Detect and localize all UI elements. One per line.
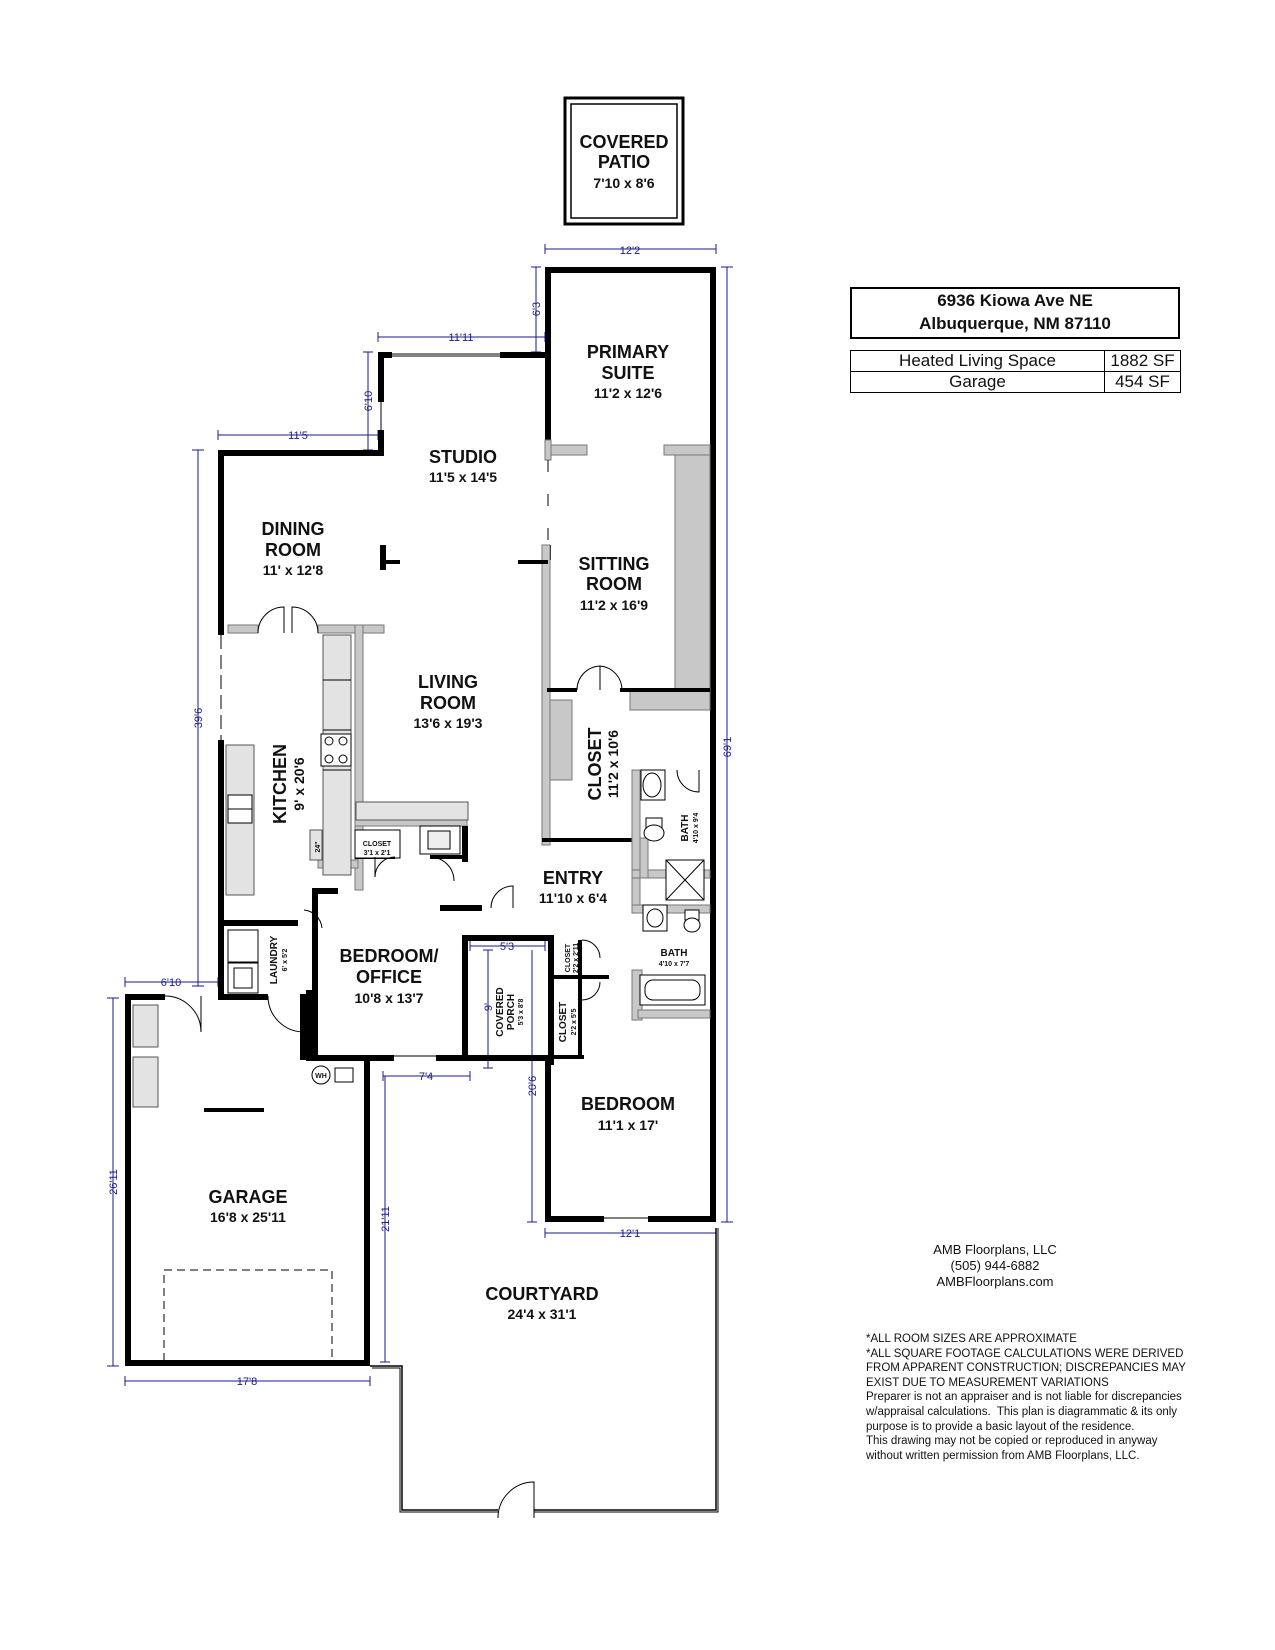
covered-patio-name-1: COVERED [579,132,668,152]
disclaimer-line: *ALL SQUARE FOOTAGE CALCULATIONS WERE DE… [866,1347,1189,1389]
area-label: Garage [850,371,1105,393]
covered-porch-name-1: COVERED [495,987,506,1036]
area-row: Garage 454 SF [850,371,1181,393]
studio-size: 11'5 x 14'5 [429,469,497,485]
address-line-2: Albuquerque, NM 87110 [919,314,1111,333]
covered-porch-size: 5'3 x 8'8 [518,999,525,1026]
closet-small-name: CLOSET [363,841,392,848]
dim-west-depth: 39'6 [193,708,205,728]
dim-courtyard-depth: 21'11 [380,1206,392,1232]
range-note: 24" [315,841,322,852]
dim-garage-depth: 26'11 [108,1169,120,1195]
bath1-name: BATH [680,814,691,841]
living-room-name-2: ROOM [420,693,476,713]
primary-suite-name-1: PRIMARY [587,342,669,362]
bedroom-office-name-1: BEDROOM/ [340,946,439,966]
bath2-name: BATH [660,948,687,959]
closet-a-name: CLOSET [565,943,572,972]
closet-b-size: 2'2 x 5'5 [571,1009,578,1036]
disclaimer: *ALL ROOM SIZES ARE APPROXIMATE *ALL SQU… [866,1332,1186,1463]
entry-name: ENTRY [543,868,603,888]
address-box: 6936 Kiowa Ave NE Albuquerque, NM 87110 [850,287,1180,339]
primary-suite-size: 11'2 x 12'6 [594,385,662,401]
covered-patio [563,96,685,226]
dining-room-name-1: DINING [262,519,325,539]
area-table: Heated Living Space 1882 SF Garage 454 S… [850,350,1181,393]
living-room-name-1: LIVING [418,672,478,692]
sitting-room-name-1: SITTING [579,554,650,574]
disclaimer-line: Preparer is not an appraiser and is not … [866,1391,1185,1433]
dim-primary-jog: 6'3 [531,302,543,316]
dimension-lines [107,244,733,1386]
area-value: 454 SF [1104,371,1181,393]
area-value: 1882 SF [1104,350,1181,372]
garage-size: 16'8 x 25'11 [210,1209,286,1225]
sitting-room-size: 11'2 x 16'9 [580,597,648,613]
dining-room-size: 11' x 12'8 [263,562,324,578]
dining-room-name-2: ROOM [265,540,321,560]
dim-office-offset: 7'4 [419,1071,433,1083]
courtyard-name: COURTYARD [485,1284,598,1304]
dim-primary-width: 12'2 [620,245,640,257]
dim-studio-width: 11'11 [449,332,474,344]
water-heater-label: WH [315,1073,327,1080]
closet-main-name: CLOSET [585,727,605,800]
sitting-room-name-2: ROOM [586,574,642,594]
covered-porch-name-2: PORCH [506,994,517,1030]
closet-a-size: 2'2 x 2'11 [573,943,580,973]
studio-name: STUDIO [429,447,497,467]
company-phone: (505) 944-6882 [950,1258,1040,1273]
laundry-name: LAUNDRY [269,935,280,984]
company-info: AMB Floorplans, LLC (505) 944-6882 AMBFl… [900,1242,1090,1290]
dim-porch-depth: 9' [483,1003,495,1011]
covered-patio-size: 7'10 x 8'6 [593,175,654,191]
dim-dining-width: 11'5 [288,430,308,442]
courtyard-outline [370,1228,717,1511]
primary-suite-name-2: SUITE [601,363,654,383]
closet-main-size: 11'2 x 10'6 [605,730,621,798]
room-labels: COVERED PATIO 7'10 x 8'6 PRIMARY SUITE 1… [208,132,700,1322]
bedroom-office-size: 10'8 x 13'7 [355,990,424,1006]
kitchen-size: 9' x 20'6 [291,757,307,811]
dim-studio-jog: 6'10 [363,391,375,411]
dim-garage-width: 17'8 [237,1376,257,1388]
courtyard-size: 24'4 x 31'1 [508,1306,577,1322]
covered-patio-name-2: PATIO [598,152,650,172]
dim-house-depth: 69'1 [722,737,734,757]
bedroom-office-name-2: OFFICE [356,967,422,987]
closet-b-name: CLOSET [558,1002,569,1043]
dim-porch-width: 5'3 [500,941,514,953]
bedroom-name: BEDROOM [581,1094,675,1114]
address-line-1: 6936 Kiowa Ave NE [937,291,1093,310]
windows [220,353,648,1219]
bath1-size: 4'10 x 9'4 [693,813,700,844]
area-label: Heated Living Space [850,350,1105,372]
bath2-size: 4'10 x 7'7 [659,961,690,968]
interior-walls [227,273,711,1059]
disclaimer-line: *ALL ROOM SIZES ARE APPROXIMATE [866,1333,1077,1345]
area-row: Heated Living Space 1882 SF [850,350,1181,372]
laundry-size: 6' x 5'2 [282,949,289,972]
living-room-size: 13'6 x 19'3 [414,715,483,731]
doors [164,606,700,1519]
dim-bedroom-width: 12'1 [620,1228,640,1240]
kitchen-name: KITCHEN [270,744,290,824]
dim-bedroom-depth: 20'6 [527,1076,539,1096]
garage-name: GARAGE [208,1187,287,1207]
dim-laundry-offset: 6'10 [161,977,181,989]
fixtures [132,634,706,1363]
exterior-walls [125,267,716,1366]
disclaimer-line: This drawing may not be copied or reprod… [866,1435,1161,1462]
entry-size: 11'10 x 6'4 [539,890,607,906]
company-website: AMBFloorplans.com [936,1274,1054,1289]
bedroom-size: 11'1 x 17' [598,1117,658,1133]
company-name: AMB Floorplans, LLC [933,1242,1057,1257]
closet-small-size: 3'1 x 2'1 [364,850,391,857]
dimension-labels: 12'2 69'1 6'3 11'11 6'10 11'5 39'6 6'10 … [108,245,734,1388]
